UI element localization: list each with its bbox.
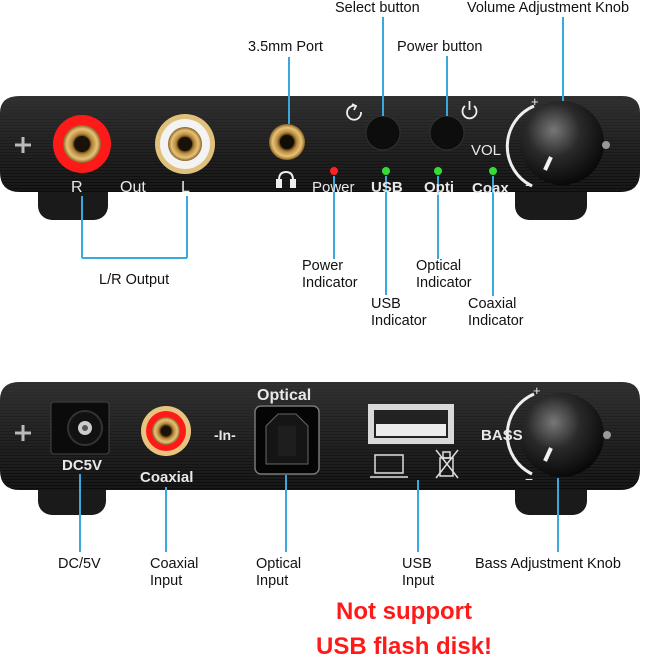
laptop-icon <box>370 454 408 478</box>
back-dc5v-label: DC5V <box>62 457 102 474</box>
bass-plus-label: + <box>533 383 541 398</box>
warning-line-1: Not support <box>336 598 472 625</box>
back-bass-label: BASS <box>481 427 523 444</box>
front-usb-label: USB <box>371 179 403 196</box>
select-cycle-icon <box>346 103 362 121</box>
front-coax-label: Coax <box>472 180 509 197</box>
back-coaxial-label: Coaxial <box>140 469 193 486</box>
usb-input-label: USB Input <box>402 556 435 589</box>
front-l-label: L <box>181 179 190 196</box>
back-optical-label: Optical <box>257 387 311 404</box>
coaxial-input-jack <box>141 406 191 456</box>
front-device <box>0 96 640 220</box>
no-usb-flash-icon <box>435 449 459 479</box>
back-in-label: -In- <box>214 427 236 443</box>
power-button-label: Power button <box>397 39 483 55</box>
volume-knob[interactable] <box>520 101 604 185</box>
power-button[interactable] <box>429 115 465 151</box>
front-panel-text: R Out L Power USB Opti Coax VOL + − <box>71 94 539 197</box>
coax-led <box>489 167 497 175</box>
port-35mm-label: 3.5mm Port <box>248 39 323 55</box>
optical-led <box>434 167 442 175</box>
front-out-label: Out <box>120 179 146 196</box>
usb-input-port <box>368 404 454 444</box>
rca-left-jack <box>155 114 215 174</box>
power-icon <box>461 101 478 120</box>
power-indicator-label: Power Indicator <box>302 258 358 291</box>
usb-led <box>382 167 390 175</box>
optical-indicator-label: Optical Indicator <box>416 258 472 291</box>
bass-minus-label: − <box>525 471 533 487</box>
vol-minus-label: − <box>525 177 533 193</box>
dc5v-label: DC/5V <box>58 556 101 572</box>
front-r-label: R <box>71 179 83 196</box>
coaxial-input-label: Coaxial Input <box>150 556 199 589</box>
front-power-label: Power <box>312 179 355 196</box>
back-panel-text: DC5V Coaxial -In- Optical BASS + − <box>62 383 541 487</box>
usb-indicator-label: USB Indicator <box>371 296 427 329</box>
screw-icon <box>15 137 31 153</box>
bass-knob-label: Bass Adjustment Knob <box>475 556 621 572</box>
coaxial-indicator-label: Coaxial Indicator <box>468 296 524 329</box>
front-vol-label: VOL <box>471 142 501 159</box>
screw-icon <box>602 141 610 149</box>
callout-lines <box>79 17 564 552</box>
optical-input-port <box>254 405 320 475</box>
front-opti-label: Opti <box>424 179 454 196</box>
headphone-icon <box>276 170 296 188</box>
optical-input-label: Optical Input <box>256 556 302 589</box>
headphone-port <box>269 124 305 160</box>
bass-knob[interactable] <box>520 393 604 477</box>
rca-right-jack <box>53 115 111 173</box>
back-device <box>0 382 640 515</box>
power-led <box>330 167 338 175</box>
select-button-label: Select button <box>335 0 420 16</box>
volume-knob-label: Volume Adjustment Knob <box>467 0 630 16</box>
vol-plus-label: + <box>531 94 539 109</box>
dc-power-jack <box>50 401 110 455</box>
warning-line-2: USB flash disk! <box>316 633 493 660</box>
screw-icon <box>603 431 611 439</box>
screw-icon <box>15 425 31 441</box>
lr-output-label: L/R Output <box>99 272 170 288</box>
select-button[interactable] <box>365 115 401 151</box>
